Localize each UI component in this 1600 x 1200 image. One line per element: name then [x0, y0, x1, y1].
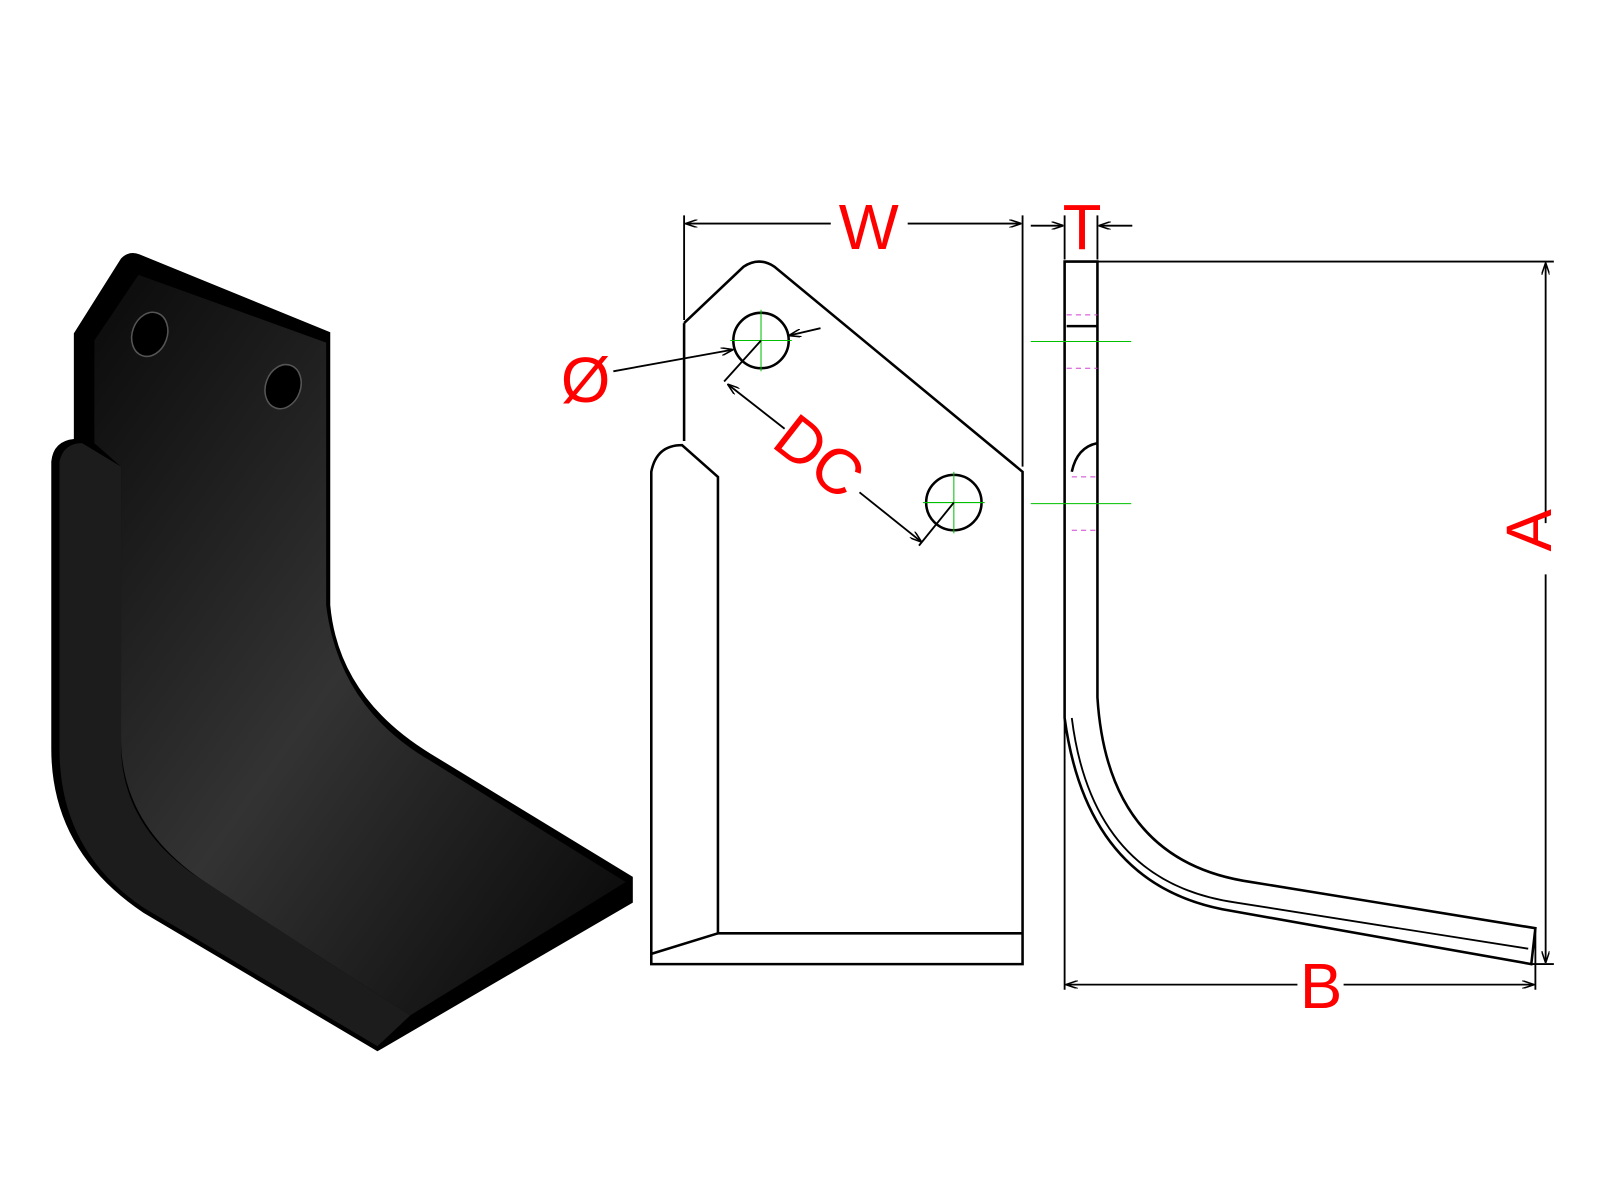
label-width: W — [839, 192, 899, 263]
label-hole-distance: DC — [761, 400, 877, 512]
label-hole-diameter: Ø — [561, 345, 610, 416]
blade-front-view — [613, 215, 1024, 966]
label-depth: B — [1300, 951, 1342, 1022]
label-height: A — [1494, 508, 1565, 551]
blade-3d-view — [51, 252, 633, 1052]
label-thickness: T — [1063, 192, 1102, 263]
blade-side-view — [1030, 215, 1554, 990]
mounting-hole-1 — [130, 311, 169, 358]
mounting-hole-2 — [264, 363, 302, 410]
